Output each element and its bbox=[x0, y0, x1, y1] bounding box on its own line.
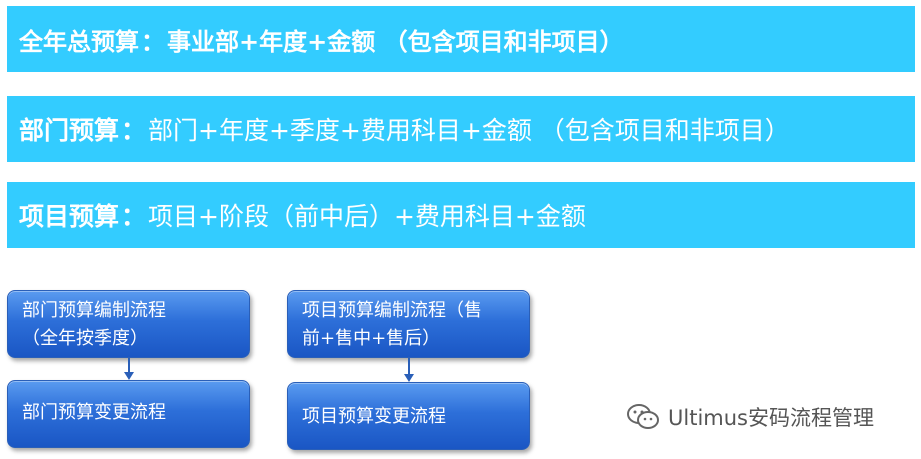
project-budget-content: 项目+阶段（前中后）+费用科目+金额 bbox=[148, 202, 586, 231]
total-budget-bar: 全年总预算 ： 事业部+年度+金额 （包含项目和非项目） bbox=[7, 6, 915, 72]
department-budget-bar: 部门预算 ： 部门+年度+季度+费用科目+金额 （包含项目和非项目） bbox=[7, 96, 915, 162]
department-budget-content: 部门+年度+季度+费用科目+金额 （包含项目和非项目） bbox=[148, 116, 790, 145]
dept-compile-line2: （全年按季度） bbox=[22, 328, 148, 349]
total-budget-title: 全年总预算 bbox=[19, 27, 139, 56]
project-flow-arrow bbox=[404, 358, 414, 382]
proj-change-line1: 项目预算变更流程 bbox=[302, 406, 446, 427]
department-budget-title: 部门预算 bbox=[19, 116, 120, 145]
project-budget-compile-box: 项目预算编制流程（售 前+售中+售后） bbox=[287, 290, 530, 358]
dept-flow-arrow bbox=[124, 358, 134, 380]
watermark: Ultimus安码流程管理 bbox=[626, 402, 874, 432]
proj-compile-line1: 项目预算编制流程（售 bbox=[302, 300, 482, 321]
dept-compile-line1: 部门预算编制流程 bbox=[22, 300, 166, 321]
dept-budget-change-box: 部门预算变更流程 bbox=[7, 380, 250, 448]
project-budget-separator: ： bbox=[121, 202, 147, 231]
project-budget-bar: 项目预算 ： 项目+阶段（前中后）+费用科目+金额 bbox=[7, 182, 915, 248]
dept-budget-compile-box: 部门预算编制流程 （全年按季度） bbox=[7, 290, 250, 358]
department-budget-separator: ： bbox=[121, 116, 147, 145]
project-budget-change-box: 项目预算变更流程 bbox=[287, 382, 530, 450]
wechat-icon bbox=[627, 404, 659, 429]
project-budget-title: 项目预算 bbox=[19, 202, 120, 231]
total-budget-separator: ： bbox=[141, 27, 165, 56]
proj-compile-line2: 前+售中+售后） bbox=[302, 328, 441, 349]
dept-change-line1: 部门预算变更流程 bbox=[22, 402, 166, 423]
total-budget-content: 事业部+年度+金额 （包含项目和非项目） bbox=[167, 27, 624, 56]
watermark-text: Ultimus安码流程管理 bbox=[668, 406, 874, 430]
